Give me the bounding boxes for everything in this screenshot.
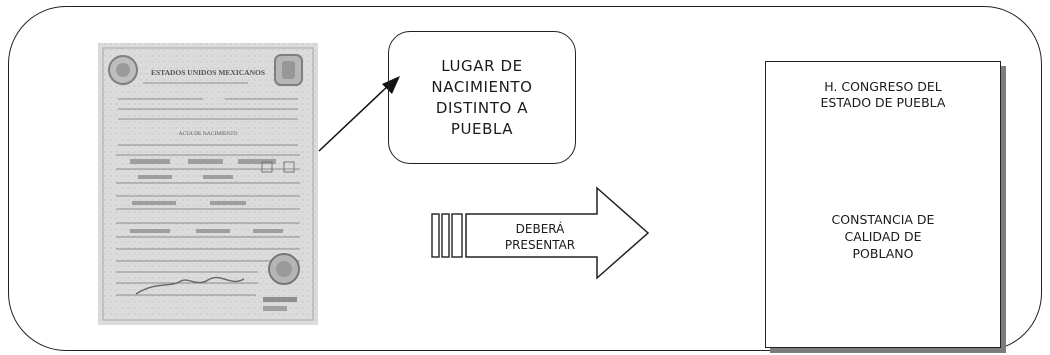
presentation-arrow-shape xyxy=(465,186,650,280)
certificate-title: ESTADOS UNIDOS MEXICANOS xyxy=(151,68,265,77)
birth-certificate-image: ESTADOS UNIDOS MEXICANOS ACTA DE NACIMIE… xyxy=(98,43,318,325)
document-header: H. CONGRESO DEL ESTADO DE PUEBLA xyxy=(820,79,946,110)
birthplace-callout-text: LUGAR DE NACIMIENTO DISTINTO A PUEBLA xyxy=(431,56,533,138)
presentation-arrow-label: DEBERÁ PRESENTAR xyxy=(504,222,576,252)
diagram-frame xyxy=(8,6,1042,351)
certificate-lines xyxy=(116,82,300,296)
arrow-tail-bar-2 xyxy=(441,213,450,258)
birthplace-callout: LUGAR DE NACIMIENTO DISTINTO A PUEBLA xyxy=(388,31,576,164)
arrowhead-icon xyxy=(382,76,400,94)
certificate-subtitle: ACTA DE NACIMIENTO xyxy=(178,131,237,137)
pointer-arrow xyxy=(318,76,400,152)
constancia-document: H. CONGRESO DEL ESTADO DE PUEBLA CONSTAN… xyxy=(765,61,1001,348)
arrow-tail-bar-3 xyxy=(451,213,463,258)
arrow-tail-bar-1 xyxy=(431,213,440,258)
signature-mark xyxy=(135,276,245,295)
presentation-arrow xyxy=(431,186,650,280)
document-body: CONSTANCIA DE CALIDAD DE POBLANO xyxy=(831,212,935,261)
